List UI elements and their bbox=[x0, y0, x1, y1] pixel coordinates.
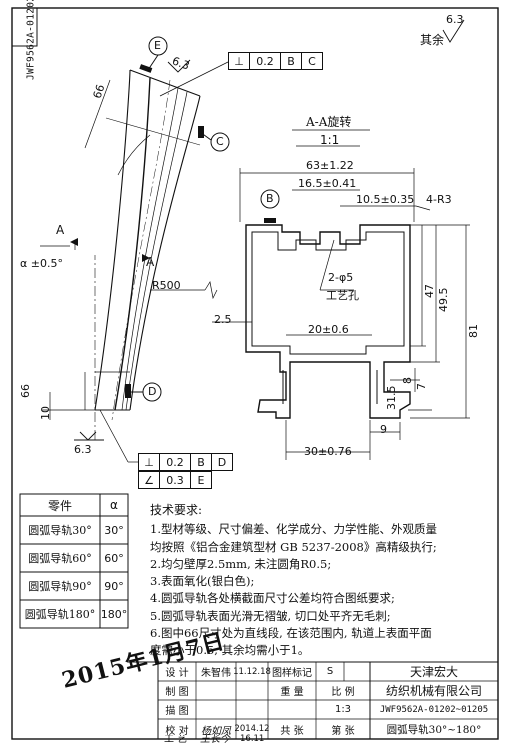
section-dimensions bbox=[212, 168, 470, 460]
tb-design-date: 11.12.18 bbox=[233, 666, 271, 677]
requirement-item: 3.表面氧化(银白色); bbox=[150, 574, 255, 589]
dim-2-5: 2.5 bbox=[214, 313, 232, 326]
tb-drawing-label: 制 图 bbox=[165, 687, 189, 698]
tb-std-mark: S bbox=[326, 666, 334, 677]
angle-label: α ±0.5° bbox=[20, 257, 63, 270]
tb-company-1: 天津宏大 bbox=[409, 665, 458, 679]
tb-total-label: 共 张 bbox=[280, 725, 304, 737]
table-row: 圆弧导轨90° bbox=[28, 580, 92, 593]
roughness-bottom-value: 6.3 bbox=[74, 443, 92, 456]
tb-design-name: 朱智伟 bbox=[201, 668, 231, 679]
tb-trace-label: 描 图 bbox=[165, 706, 189, 717]
dim-47: 47 bbox=[423, 284, 436, 298]
angularity-icon: ∠ bbox=[139, 472, 160, 488]
fcf-top-datum-2: C bbox=[308, 54, 316, 68]
title-block-grid bbox=[128, 661, 498, 739]
requirement-item: 度需小于0.5, 其余均需小于1。 bbox=[150, 643, 310, 658]
table-cell-alpha: 90° bbox=[104, 579, 124, 593]
fcf-bottom-2-tolerance: 0.3 bbox=[160, 472, 191, 488]
perpendicularity-icon: ⊥ bbox=[229, 53, 250, 69]
section-scale: 1:1 bbox=[320, 133, 340, 147]
dim-30: 30±0.76 bbox=[304, 445, 352, 458]
datum-e-label: E bbox=[154, 39, 161, 52]
dim-bottom-66: 66 bbox=[19, 384, 32, 398]
fcf-bottom-1: ⊥ 0.2 B D bbox=[138, 453, 233, 471]
technical-requirements: 技术要求: 1.型材等级、尺寸偏差、化学成分、力学性能、外观质量 均按照《铝合金… bbox=[150, 502, 437, 660]
table-cell-alpha: 180° bbox=[100, 607, 128, 621]
tb-check-label: 校 对 bbox=[165, 725, 189, 737]
tb-part-name: 圆弧导轨30°~180° bbox=[386, 723, 482, 736]
requirement-item: 6.图中66尺寸处为直线段, 在该范围内, 轨道上表面平面 bbox=[150, 626, 432, 641]
curved-rail bbox=[94, 69, 201, 440]
dim-81: 81 bbox=[467, 324, 480, 338]
requirement-item: 2.均匀壁厚2.5mm, 未注圆角R0.5; bbox=[150, 556, 332, 571]
fcf-bottom-2-datum: E bbox=[197, 473, 205, 487]
table-cell-alpha: 30° bbox=[104, 523, 124, 537]
radius-label: R500 bbox=[152, 279, 181, 292]
requirement-item: 4.圆弧导轨各处横截面尺寸公差均符合图纸要求; bbox=[150, 591, 395, 606]
section-a-right: A bbox=[146, 255, 155, 269]
tb-drawing-number: JWF9562A-01202~01205 bbox=[379, 704, 489, 715]
fcf-bottom-1-tolerance: 0.2 bbox=[160, 454, 191, 470]
fcf-bottom-1-datum-1: B bbox=[191, 454, 212, 470]
tb-sheet-label: 第 张 bbox=[331, 725, 355, 737]
dim-9: 9 bbox=[380, 423, 387, 436]
table-row: 圆弧导轨60° bbox=[28, 552, 92, 565]
tb-craft-name: 王长今 bbox=[200, 734, 230, 745]
tb-check-name: 杨如凤 bbox=[201, 725, 231, 737]
requirement-item: 5.圆弧导轨表面光滑无褶皱, 切口处平齐无毛刺; bbox=[150, 608, 391, 623]
fcf-top: ⊥ 0.2 B C bbox=[228, 52, 323, 70]
datum-b-label: B bbox=[266, 192, 274, 205]
requirements-title: 技术要求: bbox=[150, 503, 203, 517]
parts-header-part: 零件 bbox=[47, 498, 72, 513]
dim-r3: 4-R3 bbox=[426, 193, 452, 206]
surface-rest-label: 其余 bbox=[420, 33, 445, 47]
perpendicularity-icon: ⊥ bbox=[139, 454, 160, 470]
dim-8: 8 bbox=[401, 377, 414, 384]
fcf-bottom-1-datum-2: D bbox=[217, 455, 227, 469]
parts-table-grid bbox=[19, 493, 129, 629]
tb-weight-label: 重 量 bbox=[280, 687, 304, 698]
datum-c-label: C bbox=[216, 135, 224, 148]
dim-49-5: 49.5 bbox=[437, 287, 450, 313]
dim-10-5: 10.5±0.35 bbox=[356, 193, 415, 206]
dim-10: 10 bbox=[39, 406, 52, 420]
tb-scale-label: 比 例 bbox=[331, 687, 355, 698]
section-a-left: A bbox=[56, 223, 65, 237]
tb-company-2: 纺织机械有限公司 bbox=[385, 684, 482, 698]
fcf-bottom-2: ∠ 0.3 E bbox=[138, 471, 212, 489]
dim-20: 20±0.6 bbox=[308, 323, 349, 336]
dim-7: 7 bbox=[415, 383, 428, 390]
tb-scale-value: 1:3 bbox=[334, 704, 352, 715]
dim-63: 63±1.22 bbox=[306, 159, 354, 172]
roughness-symbols bbox=[74, 19, 465, 441]
table-row: 圆弧导轨30° bbox=[28, 524, 92, 537]
requirement-item: 1.型材等级、尺寸偏差、化学成分、力学性能、外观质量 bbox=[150, 522, 437, 537]
left-dimensions bbox=[40, 79, 218, 420]
dim-16-5: 16.5±0.41 bbox=[298, 177, 357, 190]
requirement-item: 均按照《铝合金建筑型材 GB 5237-2008》高精级执行; bbox=[150, 539, 437, 554]
hole-note-2: 工艺孔 bbox=[326, 289, 359, 302]
tb-design-label: 设 计 bbox=[165, 668, 189, 679]
parts-header-alpha: α bbox=[110, 498, 118, 512]
section-title: A-A旋转 bbox=[306, 115, 352, 129]
surface-rest-value: 6.3 bbox=[446, 13, 464, 26]
tb-check-date: 2014.12 bbox=[234, 724, 270, 734]
drawing-number-vertical: JWF9562A-01202~0120 bbox=[25, 0, 37, 80]
tb-std-label: 图样标记 bbox=[272, 668, 312, 679]
fcf-top-tolerance: 0.2 bbox=[250, 53, 281, 69]
datum-d-label: D bbox=[148, 385, 157, 398]
tb-craft-date: 16.11 bbox=[240, 734, 265, 744]
table-cell-alpha: 60° bbox=[104, 551, 124, 565]
table-row: 圆弧导轨180° bbox=[24, 608, 96, 621]
dim-31-5: 31.5 bbox=[385, 385, 398, 411]
fcf-top-datum-1: B bbox=[281, 53, 302, 69]
hole-note: 2-φ5 bbox=[328, 271, 354, 284]
datum-markers bbox=[128, 36, 280, 402]
tb-craft-label: 工 艺 bbox=[164, 734, 188, 745]
section-profile bbox=[245, 129, 411, 419]
sheet-border bbox=[11, 7, 499, 740]
